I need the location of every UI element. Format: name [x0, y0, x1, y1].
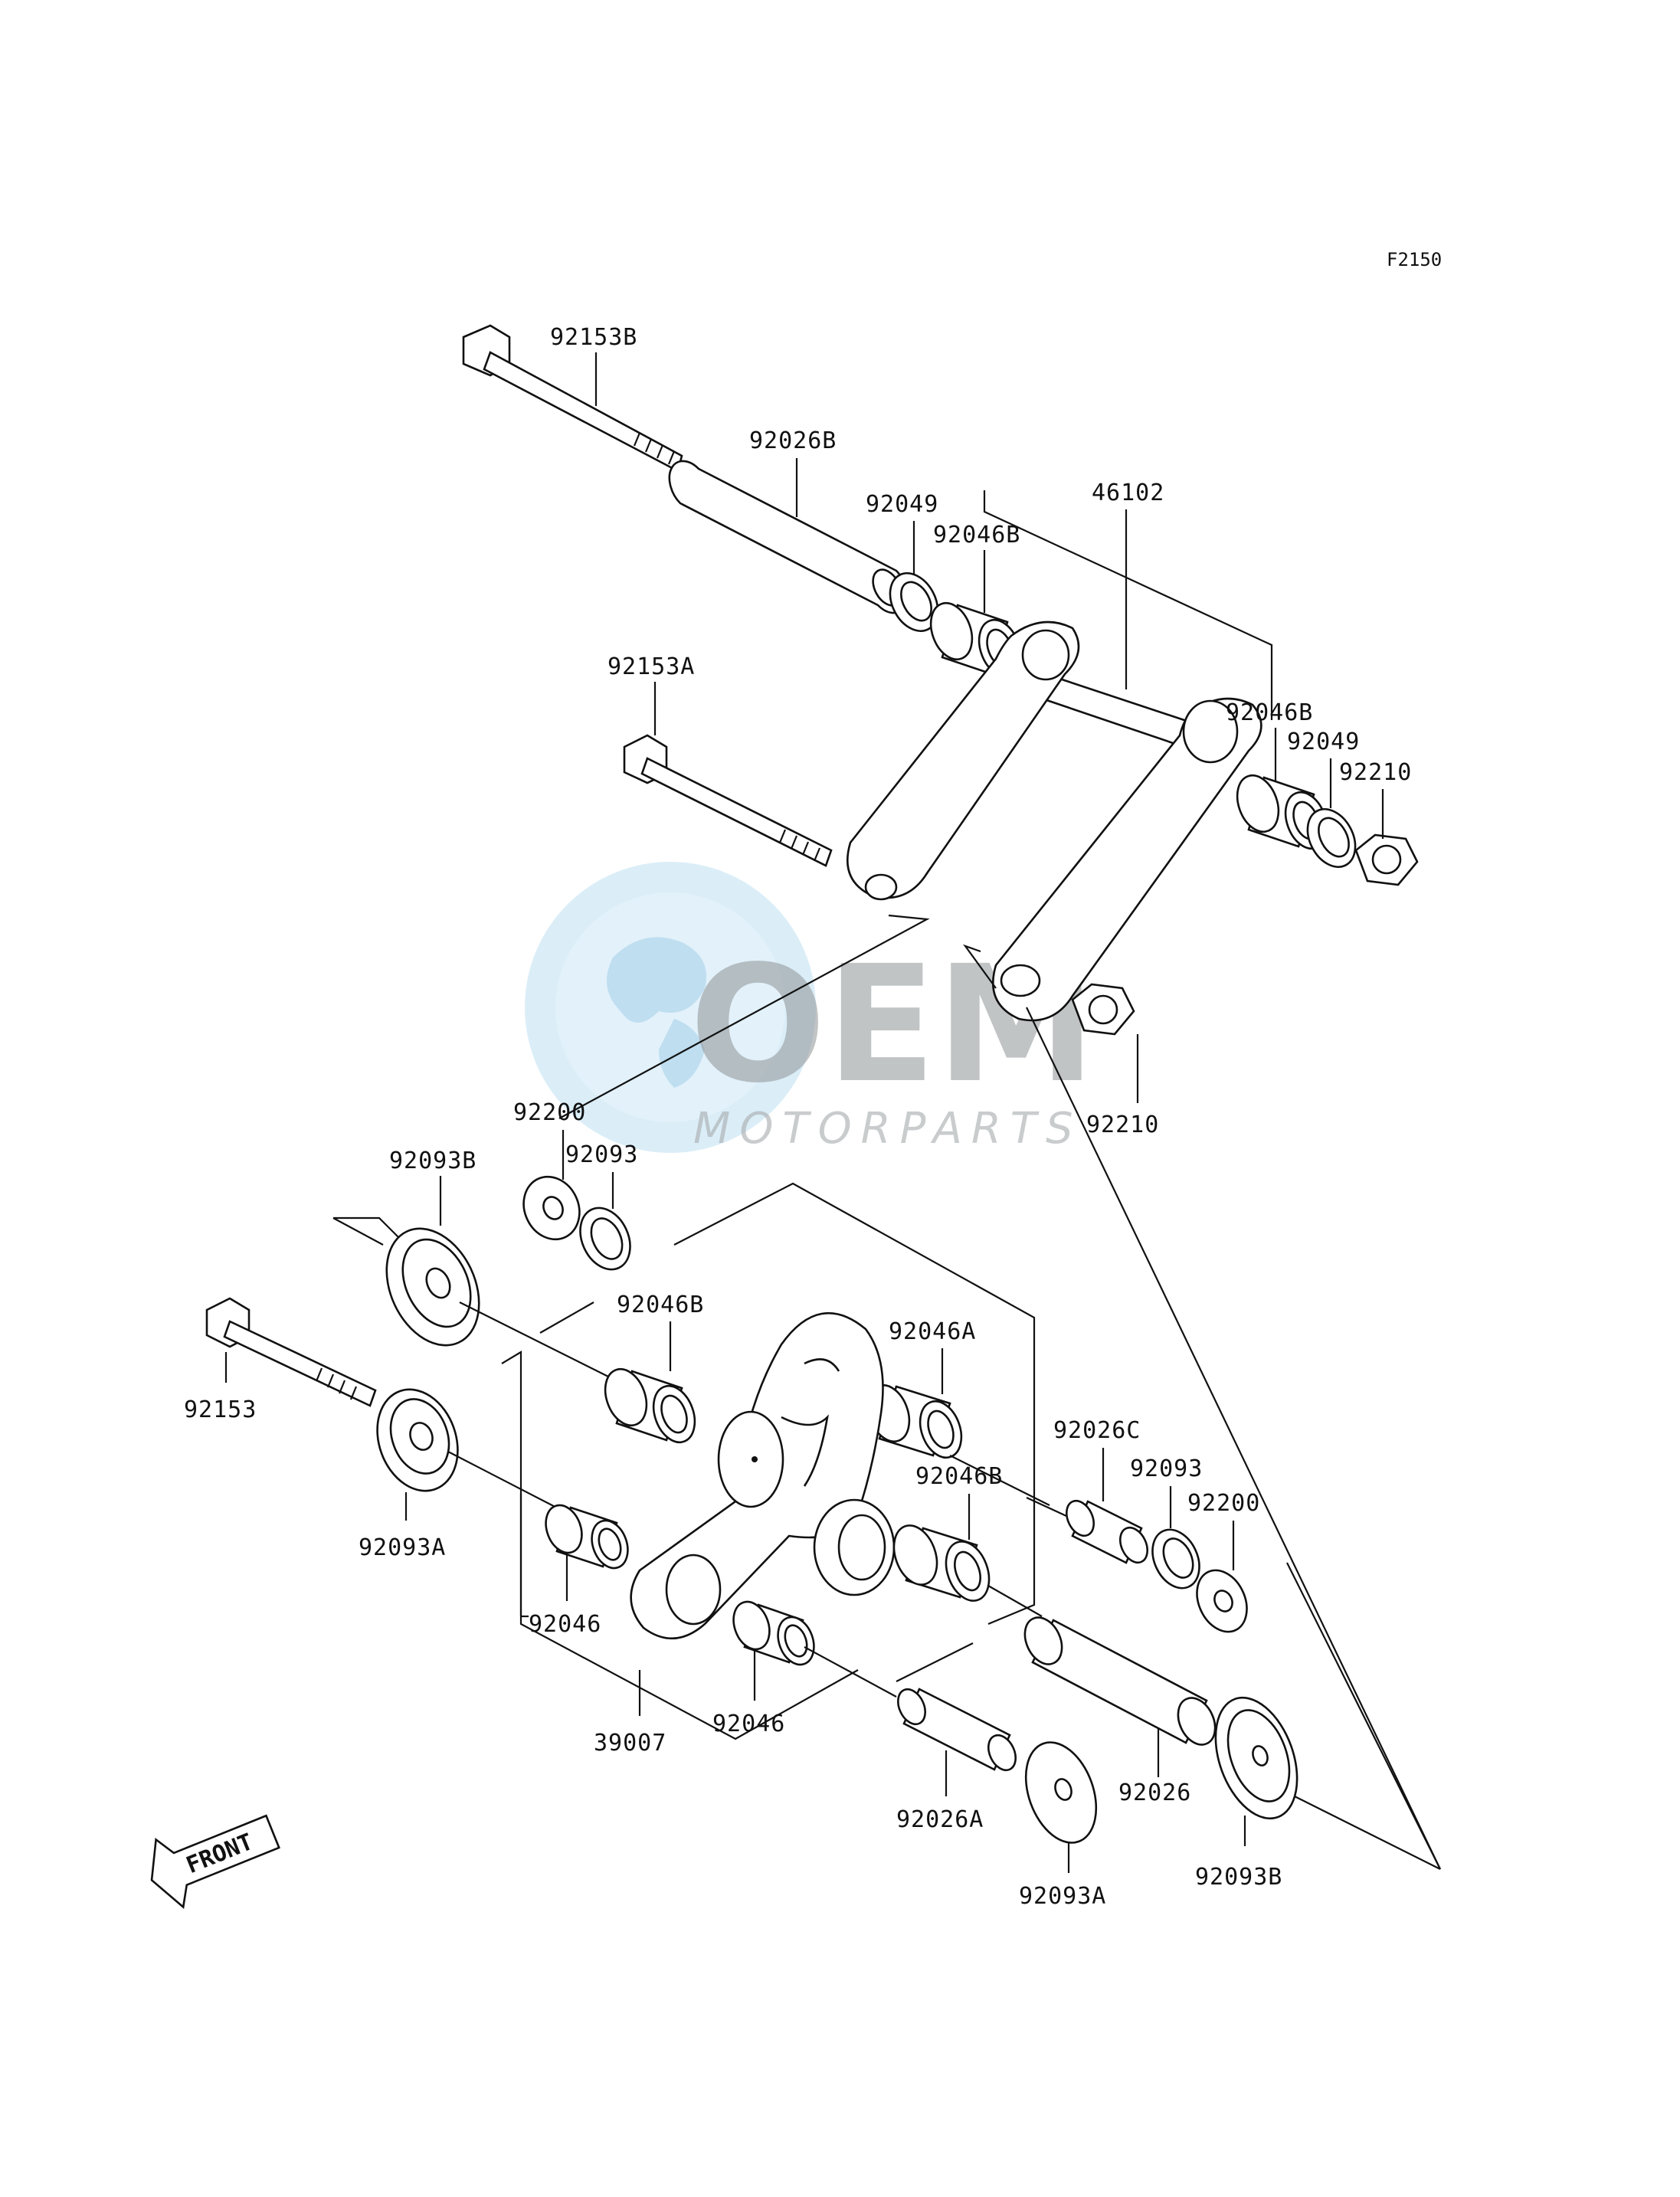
- bolt-92153A[interactable]: [623, 734, 833, 867]
- label-92153A: 92153A: [607, 653, 695, 680]
- nut-92210-right[interactable]: [1354, 833, 1419, 886]
- label-92046B-mid: 92046B: [617, 1292, 704, 1318]
- label-92093A-left: 92093A: [359, 1534, 446, 1561]
- label-92049-right: 92049: [1287, 729, 1360, 755]
- bearing-92046B-right[interactable]: [1230, 770, 1335, 855]
- label-92026C: 92026C: [1053, 1417, 1141, 1444]
- label-92049-top: 92049: [866, 491, 938, 518]
- label-92093A-bottom: 92093A: [1019, 1883, 1106, 1910]
- seal-92093-right[interactable]: [1144, 1522, 1209, 1596]
- collar-92026A[interactable]: [892, 1685, 1020, 1774]
- front-arrow-icon: FRONT: [150, 1814, 280, 1909]
- label-92026B: 92026B: [749, 427, 837, 454]
- rocker-arm-39007[interactable]: [630, 1311, 896, 1640]
- bolt-92153[interactable]: [205, 1297, 377, 1407]
- collar-92026C[interactable]: [1061, 1496, 1152, 1567]
- label-92153: 92153: [184, 1396, 257, 1423]
- bearing-92046-left[interactable]: [539, 1500, 634, 1573]
- label-92093-left: 92093: [565, 1141, 638, 1168]
- diagram-code: F2150: [1387, 249, 1442, 270]
- cap-92093B-bottom[interactable]: [1200, 1687, 1312, 1830]
- cap-92093A-bottom[interactable]: [1013, 1733, 1109, 1853]
- cap-92093A-left[interactable]: [364, 1378, 471, 1502]
- bolt-92153B[interactable]: [462, 324, 683, 473]
- label-92210-right: 92210: [1339, 759, 1412, 786]
- seal-92049-top[interactable]: [880, 565, 947, 640]
- label-92046B-right: 92046B: [1226, 699, 1313, 726]
- label-92026A: 92026A: [896, 1806, 984, 1833]
- label-92200-left: 92200: [513, 1099, 586, 1126]
- collar-92026[interactable]: [1018, 1612, 1223, 1751]
- watermark-sub: MOTORPARTS: [693, 1104, 1082, 1154]
- label-92093B-bottom: 92093B: [1195, 1864, 1282, 1891]
- seal-92093-left[interactable]: [571, 1200, 640, 1277]
- label-46102: 46102: [1092, 480, 1164, 506]
- bearing-92046B-mid[interactable]: [598, 1364, 702, 1449]
- label-92210-mid: 92210: [1086, 1112, 1159, 1138]
- collar-92026B[interactable]: [668, 460, 909, 614]
- label-92046B-low: 92046B: [915, 1463, 1003, 1490]
- seal-92049-right[interactable]: [1298, 801, 1364, 876]
- label-92046B-top: 92046B: [933, 522, 1020, 548]
- label-92046-left: 92046: [529, 1611, 601, 1638]
- bearing-92046-mid[interactable]: [727, 1596, 820, 1669]
- watermark: OEM MOTORPARTS: [525, 862, 1096, 1154]
- bearing-92046B-low[interactable]: [886, 1520, 997, 1607]
- label-92093-right: 92093: [1130, 1455, 1203, 1482]
- label-92046A: 92046A: [889, 1318, 976, 1345]
- label-39007: 39007: [594, 1730, 666, 1757]
- nut-92210-mid[interactable]: [1071, 983, 1135, 1036]
- washer-92200-right[interactable]: [1187, 1562, 1256, 1639]
- label-92026: 92026: [1118, 1780, 1191, 1806]
- rod-46102[interactable]: [847, 620, 1262, 1022]
- label-92153B: 92153B: [550, 324, 637, 351]
- cap-92093B-left[interactable]: [368, 1213, 496, 1360]
- washer-92200-left[interactable]: [514, 1167, 590, 1249]
- label-92200-right: 92200: [1187, 1490, 1260, 1517]
- label-92093B-left: 92093B: [389, 1148, 476, 1174]
